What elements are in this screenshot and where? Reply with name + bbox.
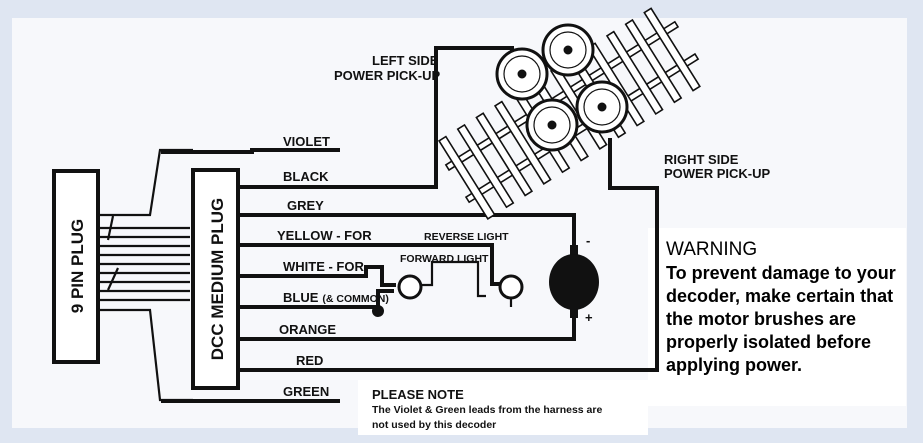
grey-label: GREY <box>287 198 324 213</box>
white-label: WHITE - FOR <box>283 259 364 274</box>
yellow-wire <box>238 243 502 286</box>
green-label: GREEN <box>283 384 329 399</box>
blue-label: BLUE(& COMMON) <box>283 290 389 305</box>
motor-plus-label: + <box>585 310 593 325</box>
motor-top-terminal <box>570 245 578 259</box>
nine-pin-plug <box>52 169 100 364</box>
harness-lines <box>98 226 190 302</box>
warning-title: WARNING <box>666 239 757 260</box>
violet-label: VIOLET <box>283 134 330 149</box>
warning-line-2: decoder, make certain that <box>666 286 893 306</box>
yellow-label: YELLOW - FOR <box>277 228 372 243</box>
note-title: PLEASE NOTE <box>372 387 464 402</box>
orange-label: ORANGE <box>279 322 336 337</box>
track-icon <box>437 7 701 220</box>
violet-wire <box>161 148 340 154</box>
warning-line-3: the motor brushes are <box>666 309 856 329</box>
dcc-medium-plug <box>191 168 240 390</box>
dcc-medium-plug-label: DCC MEDIUM PLUG <box>208 198 227 360</box>
forward-light-label: FORWARD LIGHT <box>400 253 489 265</box>
forward-light-bulb-icon <box>397 274 423 300</box>
wheels-icon <box>495 23 629 152</box>
orange-wire <box>238 310 576 341</box>
left-pickup-label-2: POWER PICK-UP <box>334 68 441 83</box>
nine-pin-plug-label: 9 PIN PLUG <box>68 219 87 313</box>
warning-line-5: applying power. <box>666 355 802 375</box>
warning-line-1: To prevent damage to your <box>666 263 896 283</box>
note-line-1: The Violet & Green leads from the harnes… <box>372 404 602 416</box>
right-pickup-label-1: RIGHT SIDE <box>664 152 739 167</box>
note-panel <box>358 380 648 435</box>
warning-line-4: properly isolated before <box>666 332 871 352</box>
blue-wire <box>238 289 394 309</box>
motor-icon <box>549 254 599 310</box>
left-pickup-label-1: LEFT SIDE <box>372 53 439 68</box>
reverse-light-label: REVERSE LIGHT <box>424 231 509 243</box>
motor-bottom-terminal <box>570 306 578 318</box>
common-junction-dot <box>372 305 384 317</box>
reverse-light-bulb-icon <box>498 274 524 300</box>
red-label: RED <box>296 353 323 368</box>
black-label: BLACK <box>283 169 329 184</box>
red-wire <box>238 138 659 372</box>
warning-panel <box>648 228 906 406</box>
right-pickup-label-2: POWER PICK-UP <box>664 166 771 181</box>
white-wire <box>238 265 396 287</box>
forward-to-reverse-link <box>412 260 486 298</box>
note-line-2: not used by this decoder <box>372 419 496 431</box>
grey-wire <box>238 213 576 245</box>
motor-minus-label: - <box>586 233 590 248</box>
harness-crossover <box>106 215 120 291</box>
